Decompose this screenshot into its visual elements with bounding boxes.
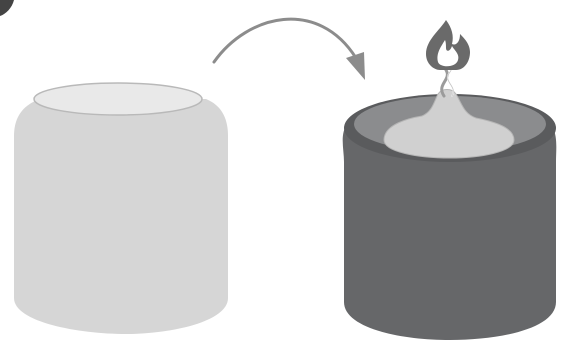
- unlit-candle-top: [34, 83, 202, 115]
- arrow-curve: [214, 19, 356, 62]
- unlit-candle-icon: [14, 83, 228, 334]
- lit-candle-icon: [343, 20, 557, 340]
- corner-fragment: [0, 0, 14, 16]
- curved-arrow-icon: [214, 19, 365, 80]
- arrow-head: [346, 52, 365, 80]
- unlit-candle-body: [14, 99, 228, 334]
- flame-icon: [426, 20, 470, 70]
